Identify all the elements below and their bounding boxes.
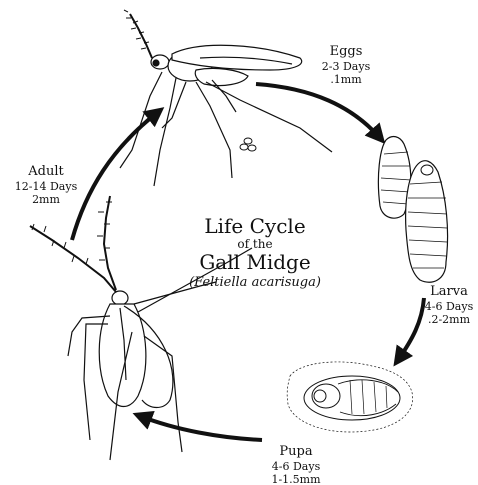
eggs-duration: 2-3 Days	[306, 60, 386, 73]
eggs-size: .1mm	[306, 73, 386, 86]
title-line-2: of the	[170, 237, 340, 251]
title-line-3: Gall Midge	[170, 251, 340, 273]
larva-illustration	[378, 137, 447, 283]
stage-label-pupa: Pupa 4-6 Days 1-1.5mm	[256, 444, 336, 485]
eggs-illustration	[240, 138, 256, 151]
pupa-name: Pupa	[256, 444, 336, 460]
pupa-size: 1-1.5mm	[256, 473, 336, 485]
larva-name: Larva	[420, 284, 478, 300]
title-line-1: Life Cycle	[170, 215, 340, 237]
adult-midge-side-illustration	[120, 10, 332, 186]
arrow-pupa-to-adult	[140, 416, 262, 440]
species-name: (Feltiella acarisuga)	[170, 273, 340, 294]
larva-duration: 4-6 Days	[420, 300, 478, 313]
arrow-adult-to-eggs	[72, 112, 158, 240]
adult-duration: 12-14 Days	[8, 180, 84, 193]
pupa-duration: 4-6 Days	[256, 460, 336, 473]
pupa-illustration	[287, 362, 412, 432]
adult-name: Adult	[8, 164, 84, 180]
adult-size: 2mm	[8, 193, 84, 206]
diagram-title: Life Cycle of the Gall Midge (Feltiella …	[170, 215, 340, 294]
eggs-name: Eggs	[306, 44, 386, 60]
stage-label-eggs: Eggs 2-3 Days .1mm	[306, 44, 386, 86]
stage-label-larva: Larva 4-6 Days .2-2mm	[420, 284, 478, 326]
stage-label-adult: Adult 12-14 Days 2mm	[8, 164, 84, 206]
larva-size: .2-2mm	[420, 313, 478, 326]
arrow-eggs-to-larva	[256, 84, 380, 138]
